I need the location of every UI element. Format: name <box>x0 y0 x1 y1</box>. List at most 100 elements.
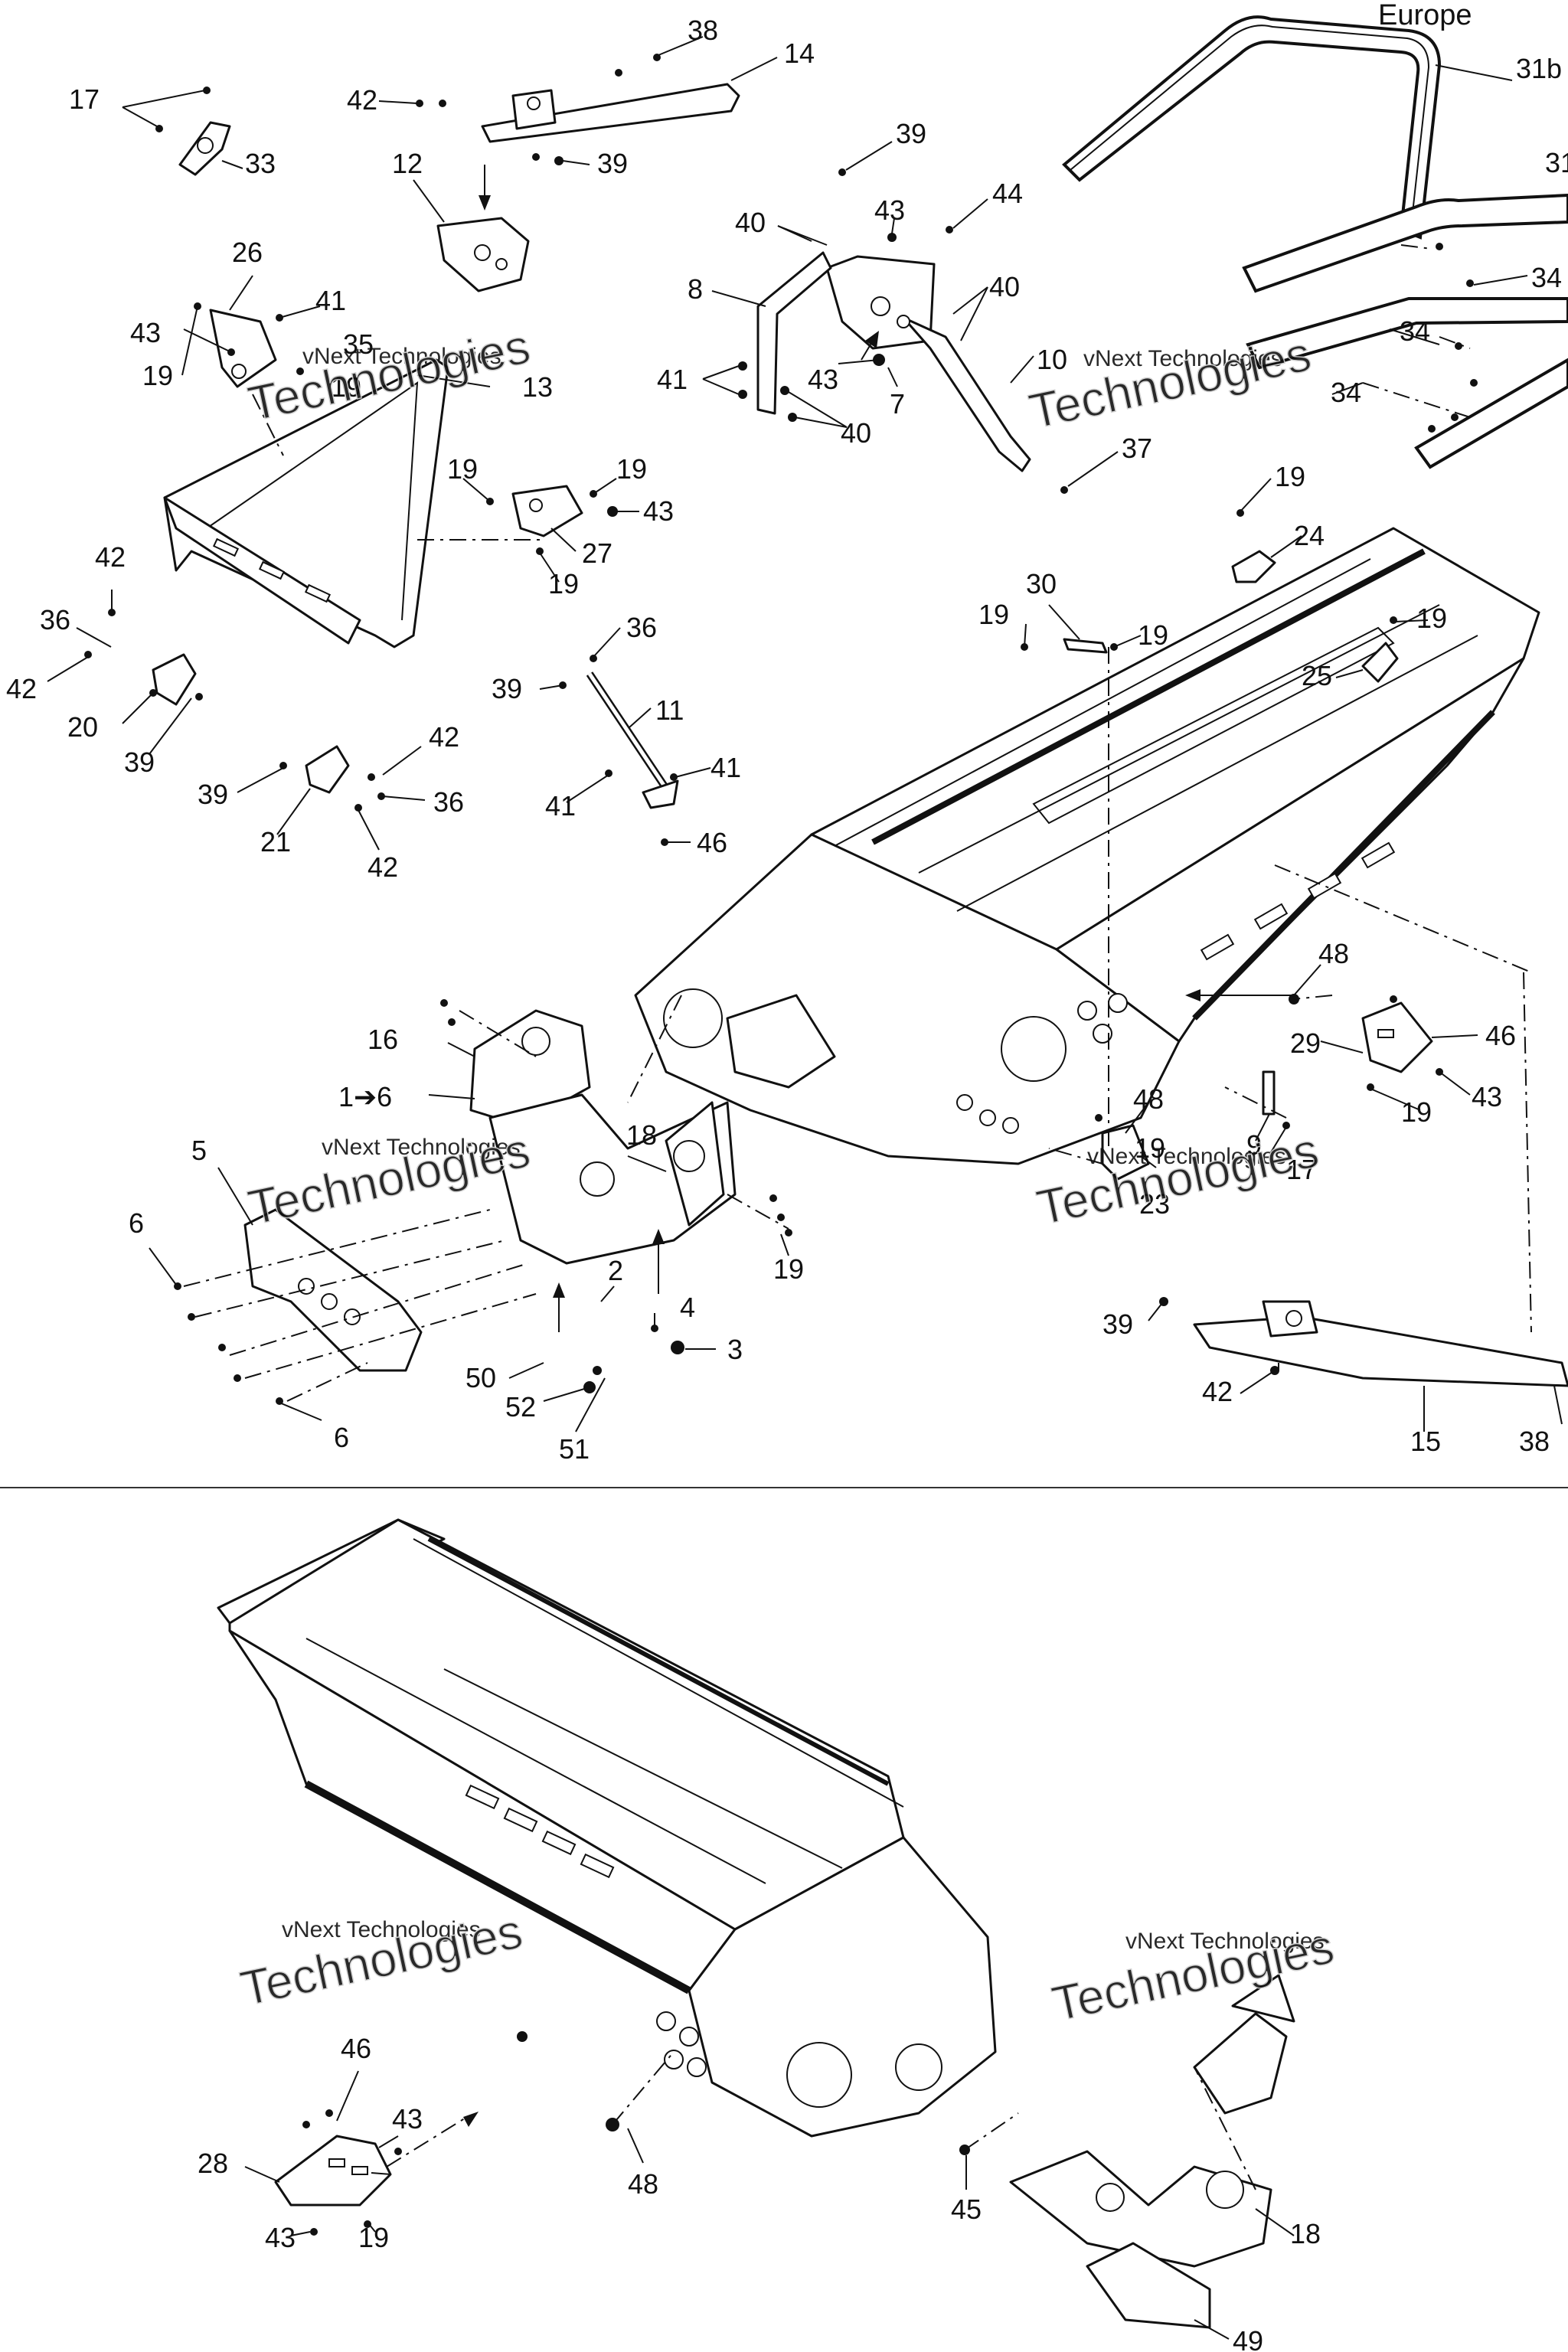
callout-3: 3 <box>727 1334 743 1365</box>
watermark-text: vNext Technologies <box>282 1917 481 1942</box>
bracket-30 <box>1063 638 1108 654</box>
rear-bumper-31 <box>1242 193 1568 469</box>
callout-41: 41 <box>315 285 346 316</box>
callout-5: 5 <box>191 1135 207 1166</box>
callout-8: 8 <box>688 273 703 305</box>
callout-19: 19 <box>358 2222 389 2253</box>
callout-39: 39 <box>896 118 926 149</box>
callout-46: 46 <box>1485 1020 1516 1051</box>
callout-42: 42 <box>6 673 37 704</box>
callout-43: 43 <box>392 2103 423 2135</box>
callout-34: 34 <box>1400 315 1430 347</box>
callout-51: 51 <box>559 1433 590 1465</box>
callout-40: 40 <box>989 271 1020 302</box>
front-suspension-bottom <box>1009 1974 1295 2268</box>
callout-48: 48 <box>628 2168 658 2200</box>
callout-11: 11 <box>655 694 684 726</box>
callout-43: 43 <box>1472 1081 1502 1112</box>
bracket-23 <box>1101 1124 1150 1181</box>
watermark-text: vNext Technologies <box>302 344 501 369</box>
callout-labels-top: Europe 38 14 17 42 33 12 39 39 44 43 40 … <box>6 0 1568 1465</box>
callout-43: 43 <box>265 2222 296 2253</box>
leader-lines-top <box>47 36 1563 1432</box>
callout-42: 42 <box>429 721 459 753</box>
front-triangle-frame-13 <box>163 358 449 648</box>
callout-40: 40 <box>841 417 871 449</box>
front-suspension-support-1-6 <box>469 1009 737 1265</box>
explosion-lines-bottom <box>386 2051 1256 2190</box>
callout-49: 49 <box>1233 2325 1263 2352</box>
callout-42: 42 <box>368 851 398 883</box>
bracket-27 <box>511 485 583 537</box>
callout-23: 23 <box>1139 1188 1170 1220</box>
callout-19: 19 <box>978 599 1009 630</box>
callout-19: 19 <box>1135 1132 1165 1164</box>
callout-19: 19 <box>1401 1096 1432 1128</box>
callout-38: 38 <box>688 15 718 46</box>
callout-26: 26 <box>232 237 263 268</box>
callout-19: 19 <box>331 371 361 403</box>
callout-24: 24 <box>1294 520 1325 551</box>
callout-35: 35 <box>343 328 374 360</box>
bracket-24 <box>1231 550 1276 583</box>
bracket-20 <box>152 653 197 706</box>
callout-27: 27 <box>582 537 612 569</box>
callout-39: 39 <box>597 148 628 179</box>
callout-15: 15 <box>1410 1426 1441 1457</box>
callout-46: 46 <box>341 2033 371 2064</box>
callout-48: 48 <box>1133 1083 1164 1115</box>
watermark-text: vNext Technologies <box>1125 1929 1325 1954</box>
bracket-21 <box>305 745 350 794</box>
callout-36: 36 <box>40 604 70 635</box>
callout-12: 12 <box>392 148 423 179</box>
callout-1-to-6: 1➔6 <box>338 1081 392 1112</box>
callout-50: 50 <box>466 1362 496 1393</box>
region-label-europe: Europe <box>1378 0 1472 31</box>
callout-19: 19 <box>1275 461 1305 492</box>
footrest-28 <box>274 2135 392 2207</box>
callout-43: 43 <box>130 317 161 348</box>
callout-39: 39 <box>492 673 522 704</box>
callout-14: 14 <box>784 38 815 69</box>
callout-7: 7 <box>890 388 905 420</box>
callout-34: 34 <box>1331 377 1361 408</box>
callout-48: 48 <box>1318 938 1349 969</box>
watermark-text: vNext Technologies <box>322 1135 521 1160</box>
rear-bumper-31b <box>1062 15 1442 240</box>
callout-19: 19 <box>548 568 579 599</box>
callout-4: 4 <box>680 1292 695 1323</box>
callout-17: 17 <box>1286 1154 1317 1185</box>
callout-43: 43 <box>874 194 905 226</box>
callout-36: 36 <box>626 612 657 643</box>
callout-10: 10 <box>1037 344 1067 375</box>
callout-37: 37 <box>1122 433 1152 464</box>
callout-43: 43 <box>643 495 674 527</box>
callout-42: 42 <box>95 541 126 573</box>
explosion-lines-top <box>183 244 1532 1402</box>
callout-19: 19 <box>142 360 173 391</box>
callout-30: 30 <box>1026 568 1057 599</box>
callout-36: 36 <box>433 786 464 818</box>
callout-21: 21 <box>260 826 291 858</box>
callout-labels-bottom: 46 43 28 43 19 48 45 18 49 <box>198 2033 1321 2352</box>
callout-45: 45 <box>951 2194 982 2225</box>
callout-25: 25 <box>1302 660 1332 691</box>
bracket-26 <box>209 309 277 388</box>
support-assembly-7-8-10 <box>756 251 1031 472</box>
callout-43: 43 <box>808 364 838 395</box>
side-plate-5 <box>243 1208 423 1372</box>
callout-2: 2 <box>608 1255 623 1286</box>
callout-46: 46 <box>697 827 727 858</box>
bracket-25 <box>1361 642 1399 683</box>
assembly-arrow-bottom <box>463 2112 479 2127</box>
callout-41: 41 <box>710 752 741 783</box>
callout-17: 17 <box>69 83 100 115</box>
callout-39: 39 <box>124 746 155 778</box>
callout-18: 18 <box>1290 2218 1321 2249</box>
callout-31b: 31b <box>1516 53 1562 84</box>
chassis-bottom-view <box>217 1518 997 2138</box>
skid-plate-49 <box>1086 2242 1211 2329</box>
callout-41: 41 <box>657 364 688 395</box>
callout-19: 19 <box>1138 619 1168 651</box>
